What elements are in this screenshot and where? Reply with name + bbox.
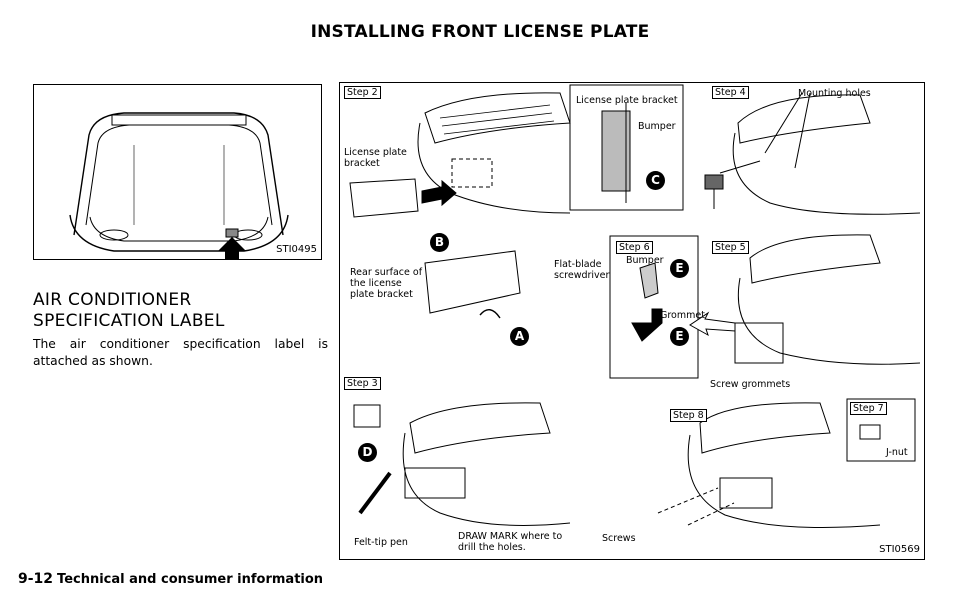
j-nut-label: J-nut (886, 447, 908, 458)
step-8-label: Step 8 (670, 409, 707, 422)
hood-illustration (69, 112, 289, 259)
license-plate-bracket-inset-label: License plate bracket (576, 95, 678, 106)
step-7-label: Step 7 (850, 402, 887, 415)
screw-grommets-label: Screw grommets (710, 379, 791, 390)
step-3-label: Step 3 (344, 377, 381, 390)
felt-tip-pen-label: Felt-tip pen (354, 537, 408, 548)
screws-label: Screws (602, 533, 636, 544)
rear-surface-label: Rear surface of the license plate bracke… (350, 267, 423, 300)
hood-figure: STI0495 (33, 84, 322, 260)
grommet-label: Grommet (660, 310, 705, 321)
step-6-label: Step 6 (616, 241, 653, 254)
draw-mark-label: DRAW MARK where to drill the holes. (458, 531, 563, 553)
license-plate-bracket-label: License plate bracket (344, 147, 407, 169)
figure-id: STI0569 (879, 544, 920, 555)
page-title: INSTALLING FRONT LICENSE PLATE (310, 22, 650, 42)
section-body: The air conditioner specification label … (33, 337, 328, 368)
callout-b: B (430, 233, 449, 252)
installation-figure: Step 2 Step 3 Step 4 Step 5 Step 6 Step … (339, 82, 925, 560)
footer-section-name: Technical and consumer information (57, 572, 324, 587)
callout-e-bottom: E (670, 327, 689, 346)
installation-illustration (349, 84, 921, 528)
step-2-label: Step 2 (344, 86, 381, 99)
bumper-step6-label: Bumper (626, 255, 664, 266)
step-4-label: Step 4 (712, 86, 749, 99)
flat-blade-label: Flat-blade screwdriver (554, 259, 610, 281)
mounting-holes-label: Mounting holes (798, 88, 871, 99)
callout-d: D (358, 443, 377, 462)
callout-a: A (510, 327, 529, 346)
section-heading: AIR CONDITIONER SPECIFICATION LABEL (33, 290, 225, 331)
figure-id: STI0495 (276, 244, 317, 255)
page-number: 9-12 (18, 571, 54, 587)
callout-c: C (646, 171, 665, 190)
callout-e-top: E (670, 259, 689, 278)
bumper-label: Bumper (638, 121, 676, 132)
arrow-up-icon (218, 237, 246, 259)
step-5-label: Step 5 (712, 241, 749, 254)
